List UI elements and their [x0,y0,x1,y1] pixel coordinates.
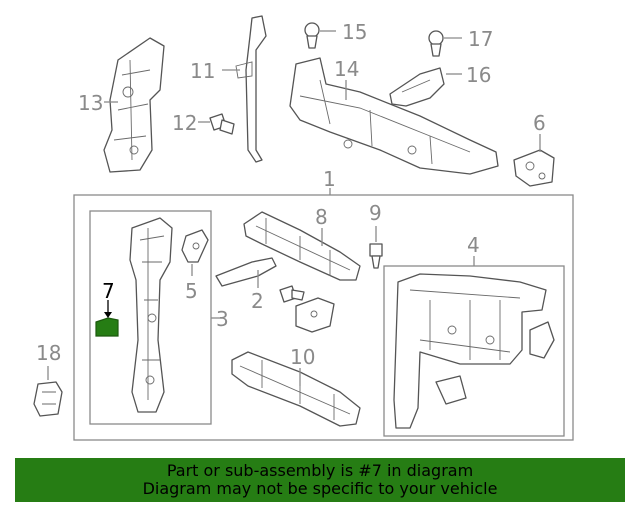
bracket-lower [295,297,335,333]
part-11[interactable] [235,15,267,163]
callout-11[interactable]: 11 [190,59,215,83]
callout-18[interactable]: 18 [36,341,61,365]
part-5[interactable] [181,229,209,263]
part-8[interactable] [243,211,361,281]
part-4[interactable] [393,273,555,429]
callout-3[interactable]: 3 [216,307,229,331]
callout-6[interactable]: 6 [533,111,546,135]
part-18[interactable] [33,381,63,417]
callout-8[interactable]: 8 [315,205,328,229]
callout-16[interactable]: 16 [466,63,491,87]
banner-line-1: Part or sub-assembly is #7 in diagram [166,461,474,480]
callout-10[interactable]: 10 [290,345,315,369]
callout-14[interactable]: 14 [334,57,359,81]
part-14[interactable] [289,57,499,175]
part-2[interactable] [215,257,277,287]
bolt [279,285,305,303]
part-10[interactable] [231,351,361,427]
callout-13[interactable]: 13 [78,91,103,115]
part-13[interactable] [103,37,165,173]
callout-15[interactable]: 15 [342,20,367,44]
callout-5[interactable]: 5 [185,279,198,303]
part-17[interactable] [428,30,444,57]
part-16[interactable] [389,67,445,107]
callout-17[interactable]: 17 [468,27,493,51]
callout-4[interactable]: 4 [467,233,480,257]
part-6[interactable] [513,149,555,187]
callout-2[interactable]: 2 [251,289,264,313]
callout-1[interactable]: 1 [323,167,336,191]
callout-9[interactable]: 9 [369,201,382,225]
info-banner: Part or sub-assembly is #7 in diagram Di… [15,458,625,502]
part-15[interactable] [304,22,320,49]
part-12[interactable] [209,113,235,135]
callout-12[interactable]: 12 [172,111,197,135]
part-7[interactable] [95,317,119,337]
callout-7[interactable]: 7 [102,279,115,303]
part-3[interactable] [129,217,173,413]
assembly-frame-1 [73,194,574,441]
part-9[interactable] [369,243,383,269]
banner-line-2: Diagram may not be specific to your vehi… [142,479,498,498]
